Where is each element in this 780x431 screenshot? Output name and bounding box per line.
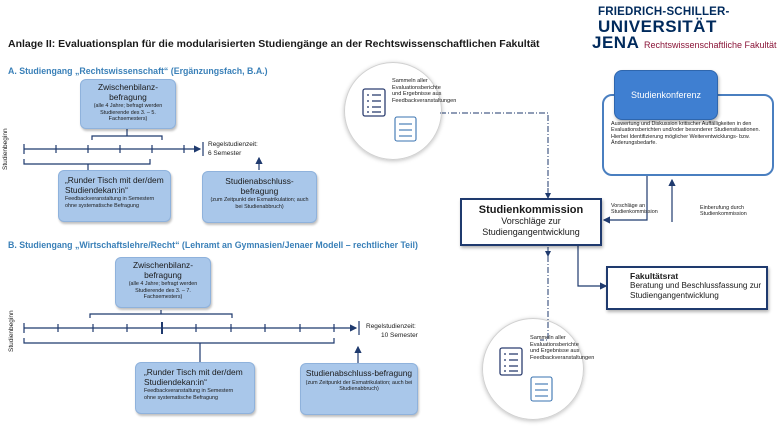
einberufung-label: Einberufung durch Studienkommission xyxy=(700,205,747,218)
section-b-heading: B. Studiengang „Wirtschaftslehre/Recht“ … xyxy=(8,240,418,250)
studienabschluss-sub-b: (zum Zeitpunkt der Exmatrikulation; auch… xyxy=(305,379,413,393)
studienkonferenz-title: Studienkonferenz xyxy=(630,90,702,100)
timeline-a xyxy=(23,129,263,171)
logo-university-line3: JENA xyxy=(592,33,640,52)
regelstudienzeit-label-a: Regelstudienzeit: xyxy=(208,141,258,148)
studienabschluss-box-b: Studienabschluss-befragung (zum Zeitpunk… xyxy=(300,363,418,415)
studienabschluss-box-a: Studienabschluss-befragung (zum Zeitpunk… xyxy=(202,171,317,223)
sammeln-text-a: Sammeln aller Evaluationsberichte und Er… xyxy=(392,78,457,105)
section-a-heading: A. Studiengang „Rechtswissenschaft“ (Erg… xyxy=(8,66,268,76)
zwischenbilanz-box-b: Zwischenbilanz-befragung (alle 4 Jahre; … xyxy=(115,257,211,308)
sammeln-text-b: Sammeln aller Evaluationsberichte und Er… xyxy=(530,335,595,362)
zwischenbilanz-sub-a: (alle 4 Jahre; befragt werden Studierend… xyxy=(93,103,163,123)
zwischenbilanz-title-a: Zwischenbilanz-befragung xyxy=(97,82,159,102)
runder-tisch-sub-b: Feedbackveranstaltung in Semestern ohne … xyxy=(144,388,234,401)
fakultaetsrat-box: Fakultätsrat Beratung und Beschlussfassu… xyxy=(606,266,768,310)
studienabschluss-sub-a: (zum Zeitpunkt der Exmatrikulation; auch… xyxy=(210,197,309,210)
studienkonferenz-text: Auswertung und Diskussion kritischer Auf… xyxy=(611,121,760,147)
timeline-b xyxy=(23,310,362,363)
logo-university-line1: FRIEDRICH-SCHILLER- xyxy=(598,6,730,18)
logo-faculty: Rechtswissenschaftliche Fakultät xyxy=(644,40,777,50)
fakultaetsrat-text: Beratung und Beschlussfassung zur Studie… xyxy=(630,281,762,301)
regelstudienzeit-value-a: 6 Semester xyxy=(208,150,242,157)
vorschlaege-label: Vorschläge an Studienkommission xyxy=(611,203,658,216)
sammeln-circle-a xyxy=(344,62,442,160)
zwischenbilanz-box-a: Zwischenbilanz-befragung (alle 4 Jahre; … xyxy=(80,79,176,129)
zwischenbilanz-title-b: Zwischenbilanz-befragung xyxy=(132,260,194,280)
axis-label-b: Studienbeginn xyxy=(8,310,15,352)
regelstudienzeit-label-b: Regelstudienzeit: xyxy=(366,323,416,330)
studienabschluss-title-a: Studienabschluss-befragung xyxy=(225,176,294,196)
fakultaetsrat-title: Fakultätsrat xyxy=(630,271,679,281)
logo-university-line2: UNIVERSITÄT xyxy=(598,17,717,36)
studienkommission-title: Studienkommission xyxy=(478,204,584,216)
zwischenbilanz-sub-b: (alle 4 Jahre; befragt werden Studierend… xyxy=(128,281,198,301)
runder-tisch-sub-a: Feedbackveranstaltung in Semestern ohne … xyxy=(65,196,155,209)
regelstudienzeit-value-b: 10 Semester xyxy=(381,332,418,339)
sammeln-circle-b xyxy=(482,318,584,420)
runder-tisch-title-a: „Runder Tisch mit der/dem Studiendekan:i… xyxy=(65,175,164,195)
runder-tisch-box-b: „Runder Tisch mit der/dem Studiendekan:i… xyxy=(135,362,255,414)
studienkonferenz-box: Studienkonferenz xyxy=(614,70,718,120)
runder-tisch-box-a: „Runder Tisch mit der/dem Studiendekan:i… xyxy=(58,170,171,222)
studienkommission-box: Studienkommission Vorschläge zur Studien… xyxy=(460,198,602,246)
studienabschluss-title-b: Studienabschluss-befragung xyxy=(305,368,413,378)
studienkommission-text: Vorschläge zur Studiengangentwicklung xyxy=(482,216,580,237)
runder-tisch-title-b: „Runder Tisch mit der/dem Studiendekan:i… xyxy=(144,367,243,387)
page-title: Anlage II: Evaluationsplan für die modul… xyxy=(8,38,540,50)
axis-label-a: Studienbeginn xyxy=(2,128,9,170)
